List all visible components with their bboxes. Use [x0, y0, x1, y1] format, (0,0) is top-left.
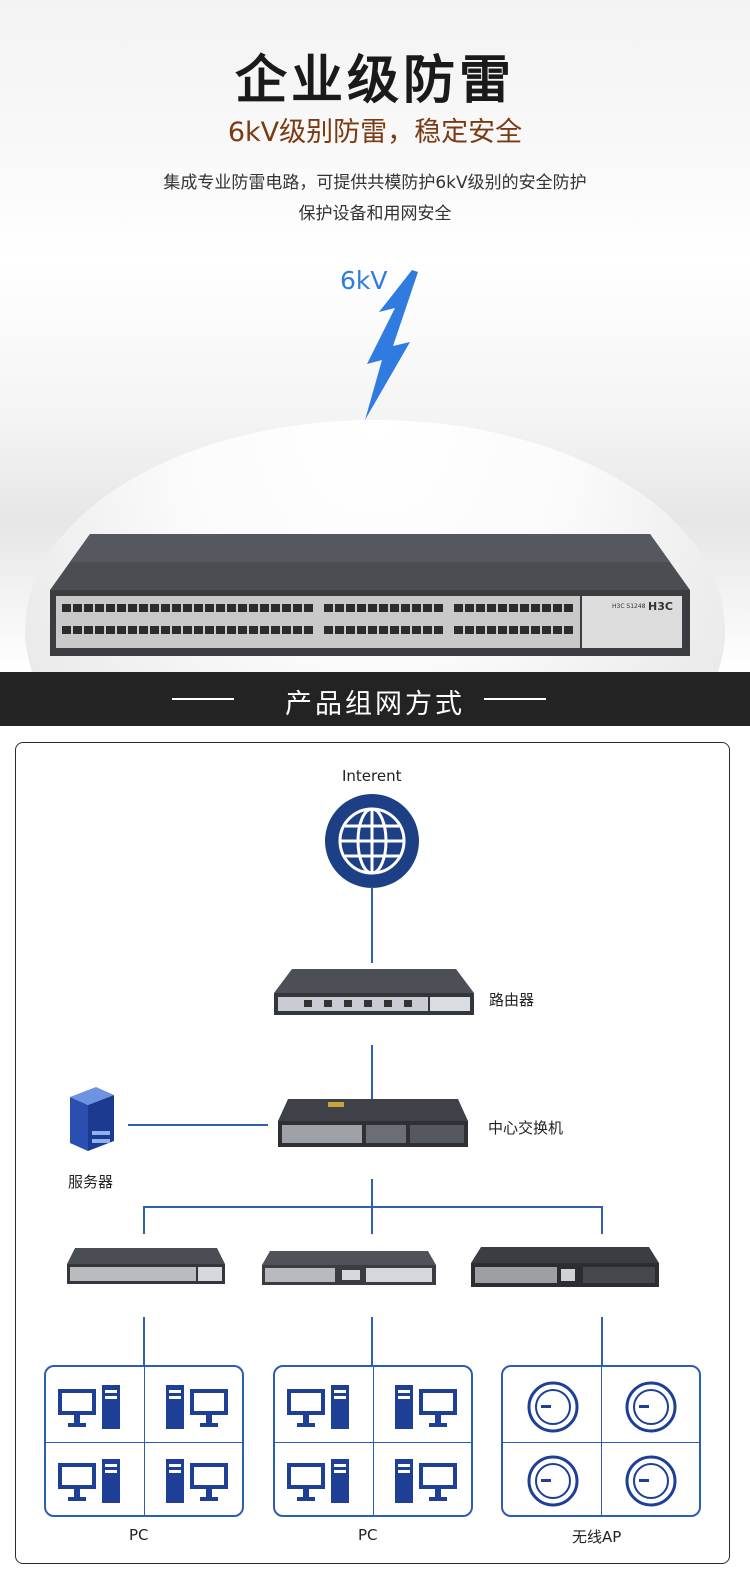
switch-trunk-line	[371, 1179, 373, 1206]
pc-icon	[395, 1459, 457, 1503]
globe-icon	[325, 794, 419, 888]
pc-icon	[166, 1385, 228, 1429]
router-image	[274, 969, 474, 1015]
core-switch-image	[278, 1099, 468, 1147]
router-label: 路由器	[489, 991, 535, 1009]
group-1-link	[143, 1317, 145, 1365]
drop-line-1	[143, 1206, 145, 1234]
server-icon	[70, 1087, 114, 1151]
pc-icon	[166, 1459, 228, 1503]
server-label: 服务器	[68, 1173, 114, 1191]
distribution-bus	[143, 1206, 603, 1208]
access-switch-1	[67, 1248, 225, 1284]
hero-subtitle: 6kV级别防雷，稳定安全	[227, 117, 523, 148]
switch-model-text: H3C S1248	[612, 603, 646, 610]
hero-section: 企业级防雷 6kV级别防雷，稳定安全 集成专业防雷电路，可提供共模防护6kV级别…	[0, 0, 750, 672]
access-point-icon	[625, 1381, 677, 1433]
section-title: 产品组网方式	[285, 689, 465, 720]
pc-group-2	[273, 1365, 473, 1517]
group-1-label: PC	[129, 1526, 149, 1544]
network-diagram: Interent 路由器 中心交换机 服务器	[15, 742, 730, 1564]
hero-description: 集成专业防雷电路，可提供共模防护6kV级别的安全防护 保护设备和用网安全	[0, 168, 750, 230]
voltage-label: 6kV	[340, 266, 388, 295]
pc-icon	[287, 1459, 349, 1503]
internet-label: Interent	[342, 767, 402, 785]
switch-brand-text: H3C	[648, 600, 673, 613]
group-3-label: 无线AP	[572, 1528, 622, 1546]
hero-desc-line-2: 保护设备和用网安全	[298, 204, 452, 224]
section-banner: 产品组网方式	[0, 672, 750, 726]
ap-group	[501, 1365, 701, 1517]
hero-title: 企业级防雷	[234, 51, 515, 111]
group-3-link	[601, 1317, 603, 1365]
pc-icon	[395, 1385, 457, 1429]
access-switch-2	[262, 1251, 436, 1285]
pc-group-1	[44, 1365, 244, 1517]
access-point-icon	[527, 1455, 579, 1507]
access-point-icon	[527, 1381, 579, 1433]
group-2-label: PC	[358, 1526, 378, 1544]
banner-right-rule	[484, 698, 546, 700]
lightning-bolt-icon	[365, 270, 418, 420]
router-switch-link	[371, 1045, 373, 1099]
banner-left-rule	[172, 698, 234, 700]
group-2-link	[371, 1317, 373, 1365]
switch-hero-image: H3C S1248 H3C	[50, 534, 690, 656]
pc-icon	[287, 1385, 349, 1429]
drop-line-3	[601, 1206, 603, 1234]
access-point-icon	[625, 1455, 677, 1507]
internet-router-link	[371, 887, 373, 963]
hero-desc-line-1: 集成专业防雷电路，可提供共模防护6kV级别的安全防护	[163, 173, 587, 193]
pc-icon	[58, 1385, 120, 1429]
server-switch-link	[128, 1124, 268, 1126]
access-switch-3	[471, 1247, 659, 1287]
drop-line-2	[371, 1206, 373, 1234]
pc-icon	[58, 1459, 120, 1503]
core-switch-label: 中心交换机	[488, 1119, 564, 1137]
